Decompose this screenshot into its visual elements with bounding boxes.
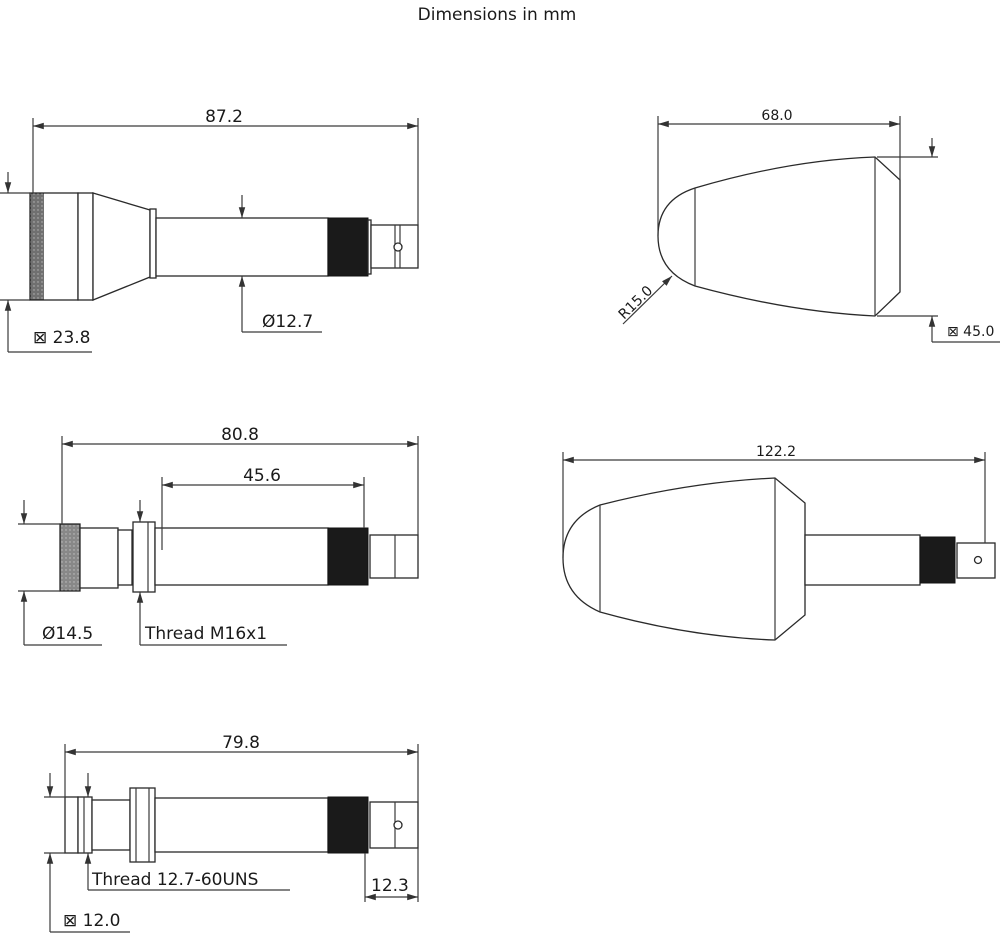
dim-thread: Thread 12.7-60UNS [91, 870, 258, 890]
dim-diameter: Ø14.5 [42, 624, 93, 644]
dim-thread: Thread M16x1 [144, 624, 267, 644]
dim-height: ⊠ 23.8 [33, 328, 91, 348]
dim-tube-diameter: Ø12.7 [262, 312, 313, 332]
dim-tube-length: 45.6 [243, 466, 281, 486]
view-bottom-left: 79.8 ⊠ 12.0 Thread 12.7-60UNS 12.3 [44, 733, 419, 933]
dim-length: 79.8 [222, 733, 260, 753]
dim-length: 68.0 [761, 108, 792, 124]
dim-radius: R15.0 [616, 283, 657, 323]
dim-length: 87.2 [205, 107, 243, 127]
view-top-right: 68.0 ⊠ 45.0 R15.0 [616, 108, 1000, 343]
view-middle-left: 80.8 45.6 Ø14.5 Thread M16x1 [18, 425, 419, 646]
dim-height: ⊠ 45.0 [947, 324, 994, 340]
dim-length: 122.2 [756, 444, 796, 460]
drawing-title: Dimensions in mm [418, 5, 577, 25]
dim-length: 80.8 [221, 425, 259, 445]
dim-height: ⊠ 12.0 [63, 911, 121, 931]
dim-connector-length: 12.3 [371, 876, 409, 896]
view-middle-right: 122.2 [562, 444, 996, 641]
view-top-left: 87.2 ⊠ 23.8 Ø12.7 [0, 107, 419, 353]
